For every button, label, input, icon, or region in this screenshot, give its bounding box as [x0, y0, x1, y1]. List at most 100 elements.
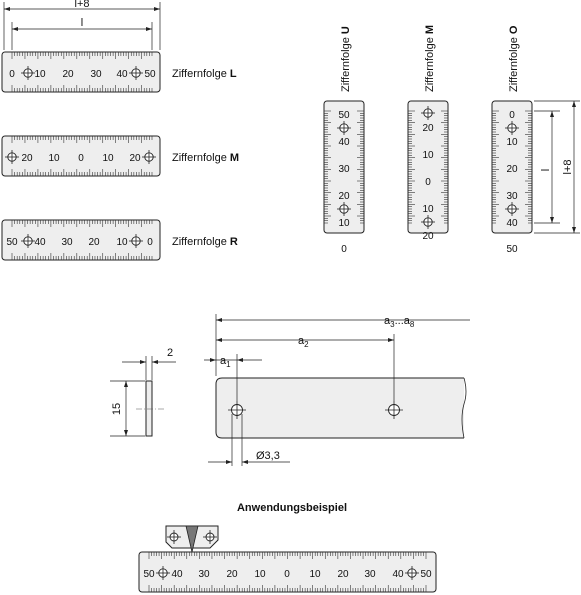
scale-number: 10	[48, 153, 60, 164]
scale-ticks	[11, 52, 153, 92]
scale-number: 10	[102, 153, 114, 164]
scale-number: 30	[506, 191, 518, 202]
dim-hole-diameter: Ø3,3	[256, 450, 280, 462]
scale-number: 20	[337, 569, 349, 580]
scale-number: 20	[422, 231, 434, 242]
scale-number: 20	[226, 569, 238, 580]
scale-number: 0	[9, 69, 15, 80]
scale-number: 40	[34, 237, 46, 248]
scale-ticks	[11, 220, 153, 260]
front-view: a3...a8 a2 a1 Ø3,3	[204, 314, 470, 466]
dim-l-vertical: l	[540, 169, 552, 171]
dim-l: l	[81, 17, 83, 29]
top-dimension-group: l+8 l	[3, 0, 161, 50]
scale-vertical-U: 50 40 30 20 10 0	[323, 100, 365, 255]
scale-vertical-O: 0 10 20 30 40 50	[491, 100, 533, 255]
scale-number: 20	[338, 191, 350, 202]
scale-number: 10	[506, 137, 518, 148]
dim-a1: a1	[220, 355, 231, 369]
scale-number: 20	[506, 164, 518, 175]
mounting-hole-icon	[421, 106, 435, 120]
dim-l-plus-8-vertical: l+8	[562, 160, 574, 175]
mounting-hole-icon	[142, 150, 156, 164]
application-example: 50 40 30 20 10 0 10 20 30 40 50	[138, 525, 437, 593]
scale-number: 20	[21, 153, 33, 164]
scale-number: 30	[198, 569, 210, 580]
scale-number: 50	[144, 69, 156, 80]
scale-ticks	[492, 110, 532, 224]
section-title-application-example: Anwendungsbeispiel	[237, 502, 347, 514]
mounting-hole-icon	[21, 234, 35, 248]
scale-number: 20	[62, 69, 74, 80]
mounting-hole-icon	[21, 66, 35, 80]
scale-number: 10	[309, 569, 321, 580]
scale-label-L: Ziffernfolge L	[172, 68, 237, 80]
scale-number: 0	[509, 110, 515, 121]
dim-a3-a8: a3...a8	[384, 315, 415, 329]
mounting-hole-icon	[156, 566, 170, 580]
mounting-hole-icon	[5, 150, 19, 164]
scale-number: 30	[338, 164, 350, 175]
scale-horizontal-R: 50 40 30 20 10 0	[1, 219, 161, 261]
scale-label-vertical-O: Ziffernfolge O	[508, 25, 520, 92]
scale-ticks	[11, 136, 153, 176]
scale-label-vertical-M: Ziffernfolge M	[424, 25, 436, 92]
dim-width: 15	[111, 403, 123, 415]
mounting-hole-icon	[505, 121, 519, 135]
scale-ticks	[148, 552, 427, 592]
scale-number: 20	[88, 237, 100, 248]
scale-number: 10	[34, 69, 46, 80]
mounting-hole-icon	[405, 566, 419, 580]
scale-horizontal-M: 20 10 0 10 20	[1, 135, 161, 177]
pointer-marker	[185, 525, 199, 553]
mounting-hole-icon	[129, 234, 143, 248]
mounting-hole-icon	[203, 530, 217, 544]
scale-number: 40	[171, 569, 183, 580]
mounting-hole-icon	[337, 202, 351, 216]
scale-ticks	[324, 110, 364, 224]
side-view: 2 15	[110, 347, 176, 437]
scale-number: 50	[338, 110, 350, 121]
scale-vertical-M: 20 10 0 10 20	[407, 100, 449, 242]
scale-number: 0	[147, 237, 153, 248]
scale-ticks	[408, 110, 448, 224]
scale-number: 10	[116, 237, 128, 248]
scale-number: 50	[6, 237, 18, 248]
scale-number: 50	[506, 244, 518, 255]
dim-thickness: 2	[167, 347, 173, 359]
mounting-hole-icon	[167, 530, 181, 544]
scale-number: 10	[338, 218, 350, 229]
vertical-dimension-group: l l+8	[534, 100, 580, 234]
scale-number: 0	[425, 177, 431, 188]
dim-a2: a2	[298, 335, 309, 349]
mounting-hole-icon	[421, 215, 435, 229]
scale-number: 40	[338, 137, 350, 148]
scale-number: 30	[61, 237, 73, 248]
dim-l-plus-8: l+8	[75, 0, 90, 10]
mounting-hole-icon	[228, 401, 246, 419]
scale-label-M: Ziffernfolge M	[172, 152, 239, 164]
scale-horizontal-L: 0 10 20 30 40 50	[1, 51, 161, 93]
scale-number: 0	[284, 569, 290, 580]
scale-number: 50	[143, 569, 155, 580]
scale-number: 40	[392, 569, 404, 580]
mounting-hole-icon	[337, 121, 351, 135]
scale-number: 0	[78, 153, 84, 164]
scale-number: 30	[364, 569, 376, 580]
scale-number: 10	[422, 204, 434, 215]
scale-label-R: Ziffernfolge R	[172, 236, 238, 248]
mounting-hole-icon	[129, 66, 143, 80]
scale-number: 20	[422, 123, 434, 134]
scale-number: 10	[422, 150, 434, 161]
scale-number: 40	[116, 69, 128, 80]
scale-number: 10	[254, 569, 266, 580]
scale-number: 40	[506, 218, 518, 229]
mounting-hole-icon	[385, 401, 403, 419]
mounting-hole-icon	[505, 202, 519, 216]
scale-number: 0	[341, 244, 347, 255]
scale-number: 50	[420, 569, 432, 580]
scale-label-vertical-U: Ziffernfolge U	[340, 26, 352, 92]
scale-number: 20	[129, 153, 141, 164]
scale-number: 30	[90, 69, 102, 80]
